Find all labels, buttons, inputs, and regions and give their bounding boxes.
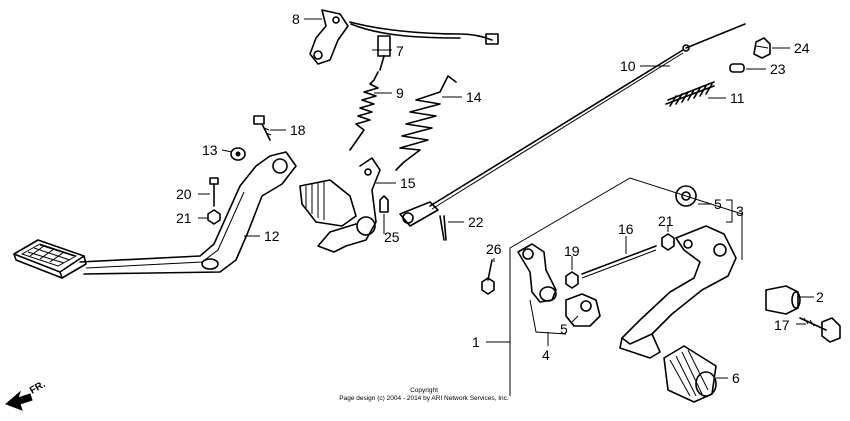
callout-21-right: 21 (658, 213, 674, 229)
part-12-brake-pedal[interactable] (13, 151, 297, 279)
callout-12: 12 (264, 228, 280, 244)
front-arrow-icon (5, 390, 33, 411)
part-26-bolt[interactable] (481, 259, 495, 295)
part-7-stop-switch[interactable] (349, 21, 499, 71)
part-5-rubber-top[interactable] (675, 185, 697, 207)
callout-26: 26 (486, 241, 502, 257)
copyright-line-1: Copyright (410, 387, 438, 394)
callout-9: 9 (396, 85, 404, 101)
part-9-spring[interactable] (349, 71, 379, 151)
part-25-pin[interactable] (379, 195, 389, 213)
front-direction-indicator: FR. (5, 379, 48, 411)
part-18-bolt[interactable] (253, 115, 272, 141)
part-22-cotter-pin[interactable] (439, 215, 447, 241)
callout-labels: 8 7 9 14 10 24 23 11 18 13 15 20 21 12 2… (176, 11, 824, 386)
front-label: FR. (28, 379, 48, 397)
callout-15: 15 (400, 175, 416, 191)
leader-13 (221, 149, 233, 153)
part-24-nut[interactable] (753, 37, 771, 59)
callout-17: 17 (774, 317, 790, 333)
callout-8: 8 (292, 11, 300, 27)
part-5-rubber-bottom[interactable] (565, 293, 601, 327)
part-21-nut[interactable] (207, 209, 221, 225)
bracket-3 (726, 199, 733, 223)
part-17-bolt[interactable] (799, 317, 841, 343)
part-13-washer[interactable] (230, 147, 246, 161)
part-2-collar[interactable] (765, 285, 801, 315)
callout-19: 19 (564, 243, 580, 259)
callout-6: 6 (732, 370, 740, 386)
part-8-bracket[interactable] (309, 9, 349, 65)
callout-3: 3 (736, 203, 744, 219)
callout-22: 22 (468, 214, 484, 230)
callout-10: 10 (620, 58, 636, 74)
callout-7: 7 (396, 43, 404, 59)
leader-5b (571, 315, 579, 323)
bracket-4 (529, 299, 567, 335)
callout-2: 2 (816, 289, 824, 305)
part-14-spring[interactable] (395, 75, 457, 171)
part-3-gearshift-pedal[interactable] (619, 225, 737, 359)
copyright-line-2: Page design (c) 2004 - 2014 by ARI Netwo… (339, 395, 509, 402)
callout-21-left: 21 (176, 210, 192, 226)
callout-13: 13 (202, 142, 218, 158)
part-19-nut[interactable] (565, 271, 579, 289)
part-23-joint-pin[interactable] (729, 63, 745, 73)
callout-16: 16 (618, 221, 634, 237)
callout-23: 23 (770, 61, 786, 77)
callout-1: 1 (472, 334, 480, 350)
part-15-brake-arm[interactable] (299, 157, 381, 253)
callout-5-top: 5 (714, 196, 722, 212)
callout-20: 20 (176, 186, 192, 202)
callout-5-bottom: 5 (560, 321, 568, 337)
part-20-bolt[interactable] (209, 177, 219, 207)
part-1-assembly-box (509, 177, 743, 396)
part-6-peg-rubber[interactable] (663, 345, 717, 403)
part-11-coil-spring[interactable] (665, 81, 715, 107)
part-4-gearshift-arm[interactable] (517, 243, 557, 303)
callout-18: 18 (290, 122, 306, 138)
callout-25: 25 (384, 229, 400, 245)
copyright-notice: Copyright Page design (c) 2004 - 2014 by… (339, 387, 509, 402)
callout-4: 4 (542, 347, 550, 363)
callout-11: 11 (730, 90, 745, 106)
rod-clevis[interactable] (399, 201, 439, 227)
callout-24: 24 (794, 40, 810, 56)
part-21-nut-b[interactable] (661, 233, 675, 251)
callout-14: 14 (466, 89, 482, 105)
part-16-tie-rod[interactable] (581, 245, 657, 279)
part-10-brake-rod[interactable] (429, 23, 746, 210)
